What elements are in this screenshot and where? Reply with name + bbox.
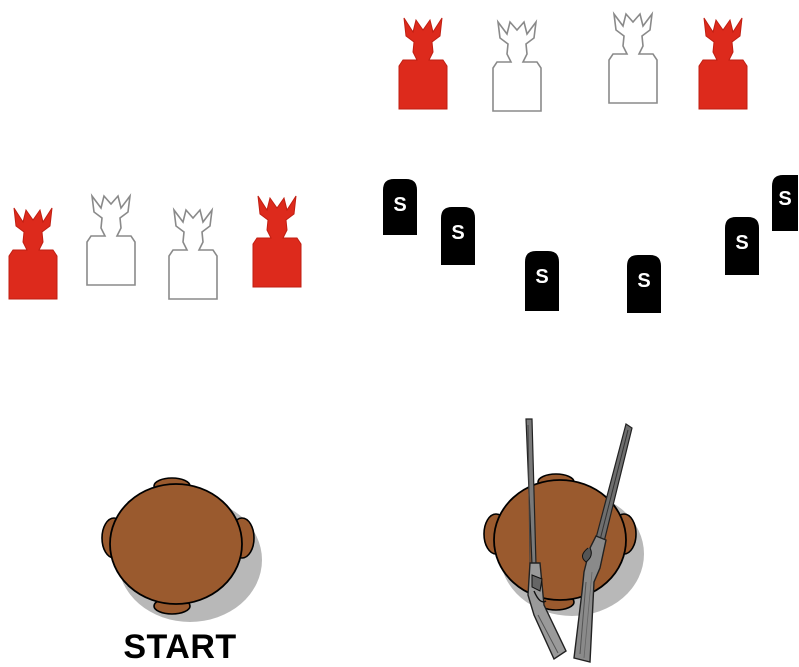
tombstone-target: S xyxy=(382,178,418,236)
cowboy-target-red xyxy=(394,14,452,112)
shotgun-group xyxy=(560,422,650,667)
tombstone-letter: S xyxy=(735,232,748,254)
cowboy-target-white xyxy=(164,206,222,304)
tombstone-target: S xyxy=(524,250,560,312)
tombstone-target-group: S S S S S S xyxy=(380,170,799,315)
tombstone-letter: S xyxy=(778,188,791,210)
start-label: START xyxy=(110,628,250,667)
barrel-icon xyxy=(100,478,280,628)
cowboy-target-icon xyxy=(4,204,62,302)
cowboy-target-icon xyxy=(82,192,140,290)
cowboy-target-icon xyxy=(248,192,306,290)
tombstone-letter: S xyxy=(451,222,464,244)
cowboy-target-white xyxy=(82,192,140,290)
cowboy-target-white xyxy=(488,14,546,112)
shotgun xyxy=(574,424,632,662)
tombstone-icon: S xyxy=(524,250,560,312)
tombstone-target: S xyxy=(771,174,799,232)
shotgun-icon xyxy=(560,422,650,667)
cowboy-target-white xyxy=(604,10,662,108)
tombstone-target: S xyxy=(626,254,662,314)
tombstone-letter: S xyxy=(535,266,548,288)
tombstone-icon: S xyxy=(771,174,799,232)
tombstone-icon: S xyxy=(626,254,662,314)
cowboy-target-red xyxy=(248,192,306,290)
cowboy-target-icon xyxy=(488,14,546,112)
cowboy-target-red xyxy=(4,204,62,302)
cowboy-target-icon xyxy=(394,14,452,112)
tombstone-icon: S xyxy=(382,178,418,236)
cowboy-target-icon xyxy=(694,14,752,112)
upper-right-target-group xyxy=(388,10,748,115)
left-target-group xyxy=(0,190,310,305)
tombstone-target: S xyxy=(724,216,760,276)
cowboy-target-icon xyxy=(164,206,222,304)
tombstone-icon: S xyxy=(724,216,760,276)
tombstone-target: S xyxy=(440,206,476,266)
tombstone-icon: S xyxy=(440,206,476,266)
tombstone-letter: S xyxy=(393,194,406,216)
cowboy-target-red xyxy=(694,14,752,112)
start-barrel xyxy=(100,478,280,628)
tombstone-letter: S xyxy=(637,270,650,292)
cowboy-target-icon xyxy=(604,10,662,108)
